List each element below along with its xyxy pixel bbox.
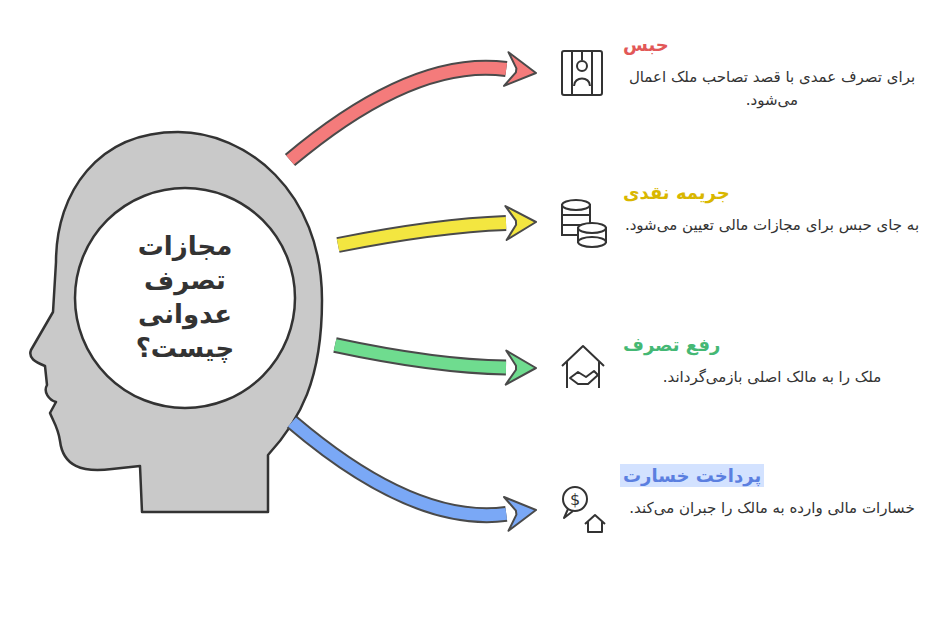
arrowhead	[504, 52, 536, 86]
item-description: برای تصرف عمدی با قصد تصاحب ملک اعمال می…	[620, 66, 924, 113]
item-heading: جریمه نقدی	[620, 181, 733, 204]
jail-icon	[562, 51, 602, 95]
svg-text:$: $	[570, 490, 580, 509]
curved-arrow	[338, 206, 536, 245]
arrow-body	[292, 422, 506, 515]
penalty-item: حبس برای تصرف عمدی با قصد تصاحب ملک اعمال…	[548, 33, 928, 113]
arrow-outline	[338, 223, 506, 245]
curved-arrow	[335, 345, 536, 385]
penalty-item: رفع تصرف ملک را به مالک اصلی بازمی‌گرداند…	[548, 333, 928, 390]
arrow-body	[335, 345, 506, 368]
item-description: خسارات مالی وارده به مالک را جبران می‌کن…	[620, 497, 924, 520]
item-description: ملک را به مالک اصلی بازمی‌گرداند.	[620, 366, 924, 389]
dollar-house-icon: $	[563, 487, 605, 532]
penalty-item: جریمه نقدی به جای حبس برای مجازات مالی تع…	[548, 181, 928, 238]
curved-arrow	[290, 52, 536, 160]
head-node: مجازات تصرف عدوانی چیست؟	[25, 125, 325, 515]
arrowhead	[504, 497, 536, 531]
arrow-body	[290, 68, 506, 160]
penalty-item: پرداخت خسارت خسارات مالی وارده به مالک را…	[548, 464, 928, 521]
coins-icon	[562, 200, 606, 247]
item-heading: پرداخت خسارت	[620, 464, 764, 487]
arrow-outline	[290, 68, 506, 160]
house-handshake-icon	[562, 346, 604, 388]
item-heading: حبس	[620, 33, 672, 56]
center-question: مجازات تصرف عدوانی چیست؟	[110, 230, 260, 365]
center-circle	[75, 188, 295, 408]
item-description: به جای حبس برای مجازات مالی تعیین می‌شود…	[620, 214, 924, 237]
arrowhead	[505, 206, 536, 240]
arrow-body	[338, 223, 506, 245]
curved-arrow	[292, 422, 536, 531]
arrow-outline	[335, 345, 506, 368]
arrow-outline	[292, 422, 506, 515]
item-heading: رفع تصرف	[620, 333, 723, 356]
arrowhead	[506, 351, 536, 385]
head-silhouette	[30, 132, 322, 512]
